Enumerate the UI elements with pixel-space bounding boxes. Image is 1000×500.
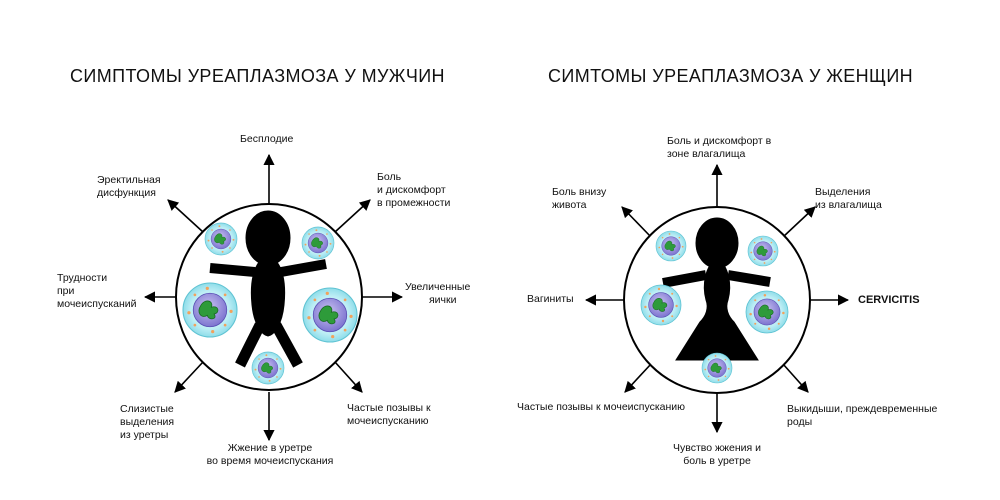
men-cell-4: [303, 288, 357, 342]
women-arrow-top-left: [621, 206, 652, 238]
men-label-bottom-left: Слизистые выделения из уретры: [120, 403, 175, 441]
women-label-bottom: Чувство жжения и боль в уретре: [672, 442, 761, 467]
men-label-bottom-right: Частые позывы к мочеиспусканию: [347, 402, 431, 427]
women-label-top-left: Боль внизу живота: [552, 186, 607, 211]
men-figure: [209, 210, 327, 368]
women-arrows: [584, 163, 850, 434]
men-label-right: Увеличенные яички: [405, 281, 471, 306]
men-label-top-right: Боль и дискомфорт в промежности: [377, 171, 451, 209]
men-arrow-bottom-right: [334, 361, 363, 393]
women-cell-3: [641, 285, 681, 325]
women-label-right: CERVICITIS: [858, 294, 920, 306]
women-label-bottom-right: Выкидыши, преждевременные роды: [787, 403, 938, 428]
men-arrow-bottom-left: [174, 361, 204, 393]
men-arrows: [143, 153, 404, 442]
men-arrow-top-left: [167, 199, 204, 233]
men-cell-3: [183, 283, 237, 337]
men-title: СИМПТОМЫ УРЕАПЛАЗМОЗА У МУЖЧИН: [70, 66, 445, 86]
women-cell-5: [702, 353, 732, 383]
women-cell-2: [748, 236, 778, 266]
men-cell-1: [205, 223, 237, 255]
men-label-top-left: Эректильная дисфункция: [97, 174, 161, 199]
men-label-left: Трудности при мочеиспусканий: [57, 272, 137, 310]
women-arrow-bottom-right: [782, 363, 809, 393]
women-cell-4: [746, 291, 788, 333]
men-arrow-top-right: [334, 199, 371, 233]
women-arrow-top-right: [782, 206, 816, 238]
women-label-top-right: Выделения из влагалища: [815, 186, 882, 211]
men-cell-5: [252, 352, 284, 384]
women-label-top: Боль и дискомфорт в зоне влагалища: [667, 135, 772, 160]
women-arrow-bottom-left: [624, 363, 652, 393]
women-label-left: Вагиниты: [527, 293, 574, 305]
women-figure: [662, 217, 771, 361]
men-label-bottom: Жжение в уретре во время мочеиспускания: [206, 442, 334, 467]
men-cell-2: [302, 227, 334, 259]
women-cell-1: [656, 231, 686, 261]
women-title: СИМТОМЫ УРЕАПЛАЗМОЗА У ЖЕНЩИН: [548, 66, 914, 86]
men-label-top: Бесплодие: [240, 133, 294, 145]
women-label-bottom-left: Частые позывы к мочеиспусканию: [517, 401, 686, 413]
